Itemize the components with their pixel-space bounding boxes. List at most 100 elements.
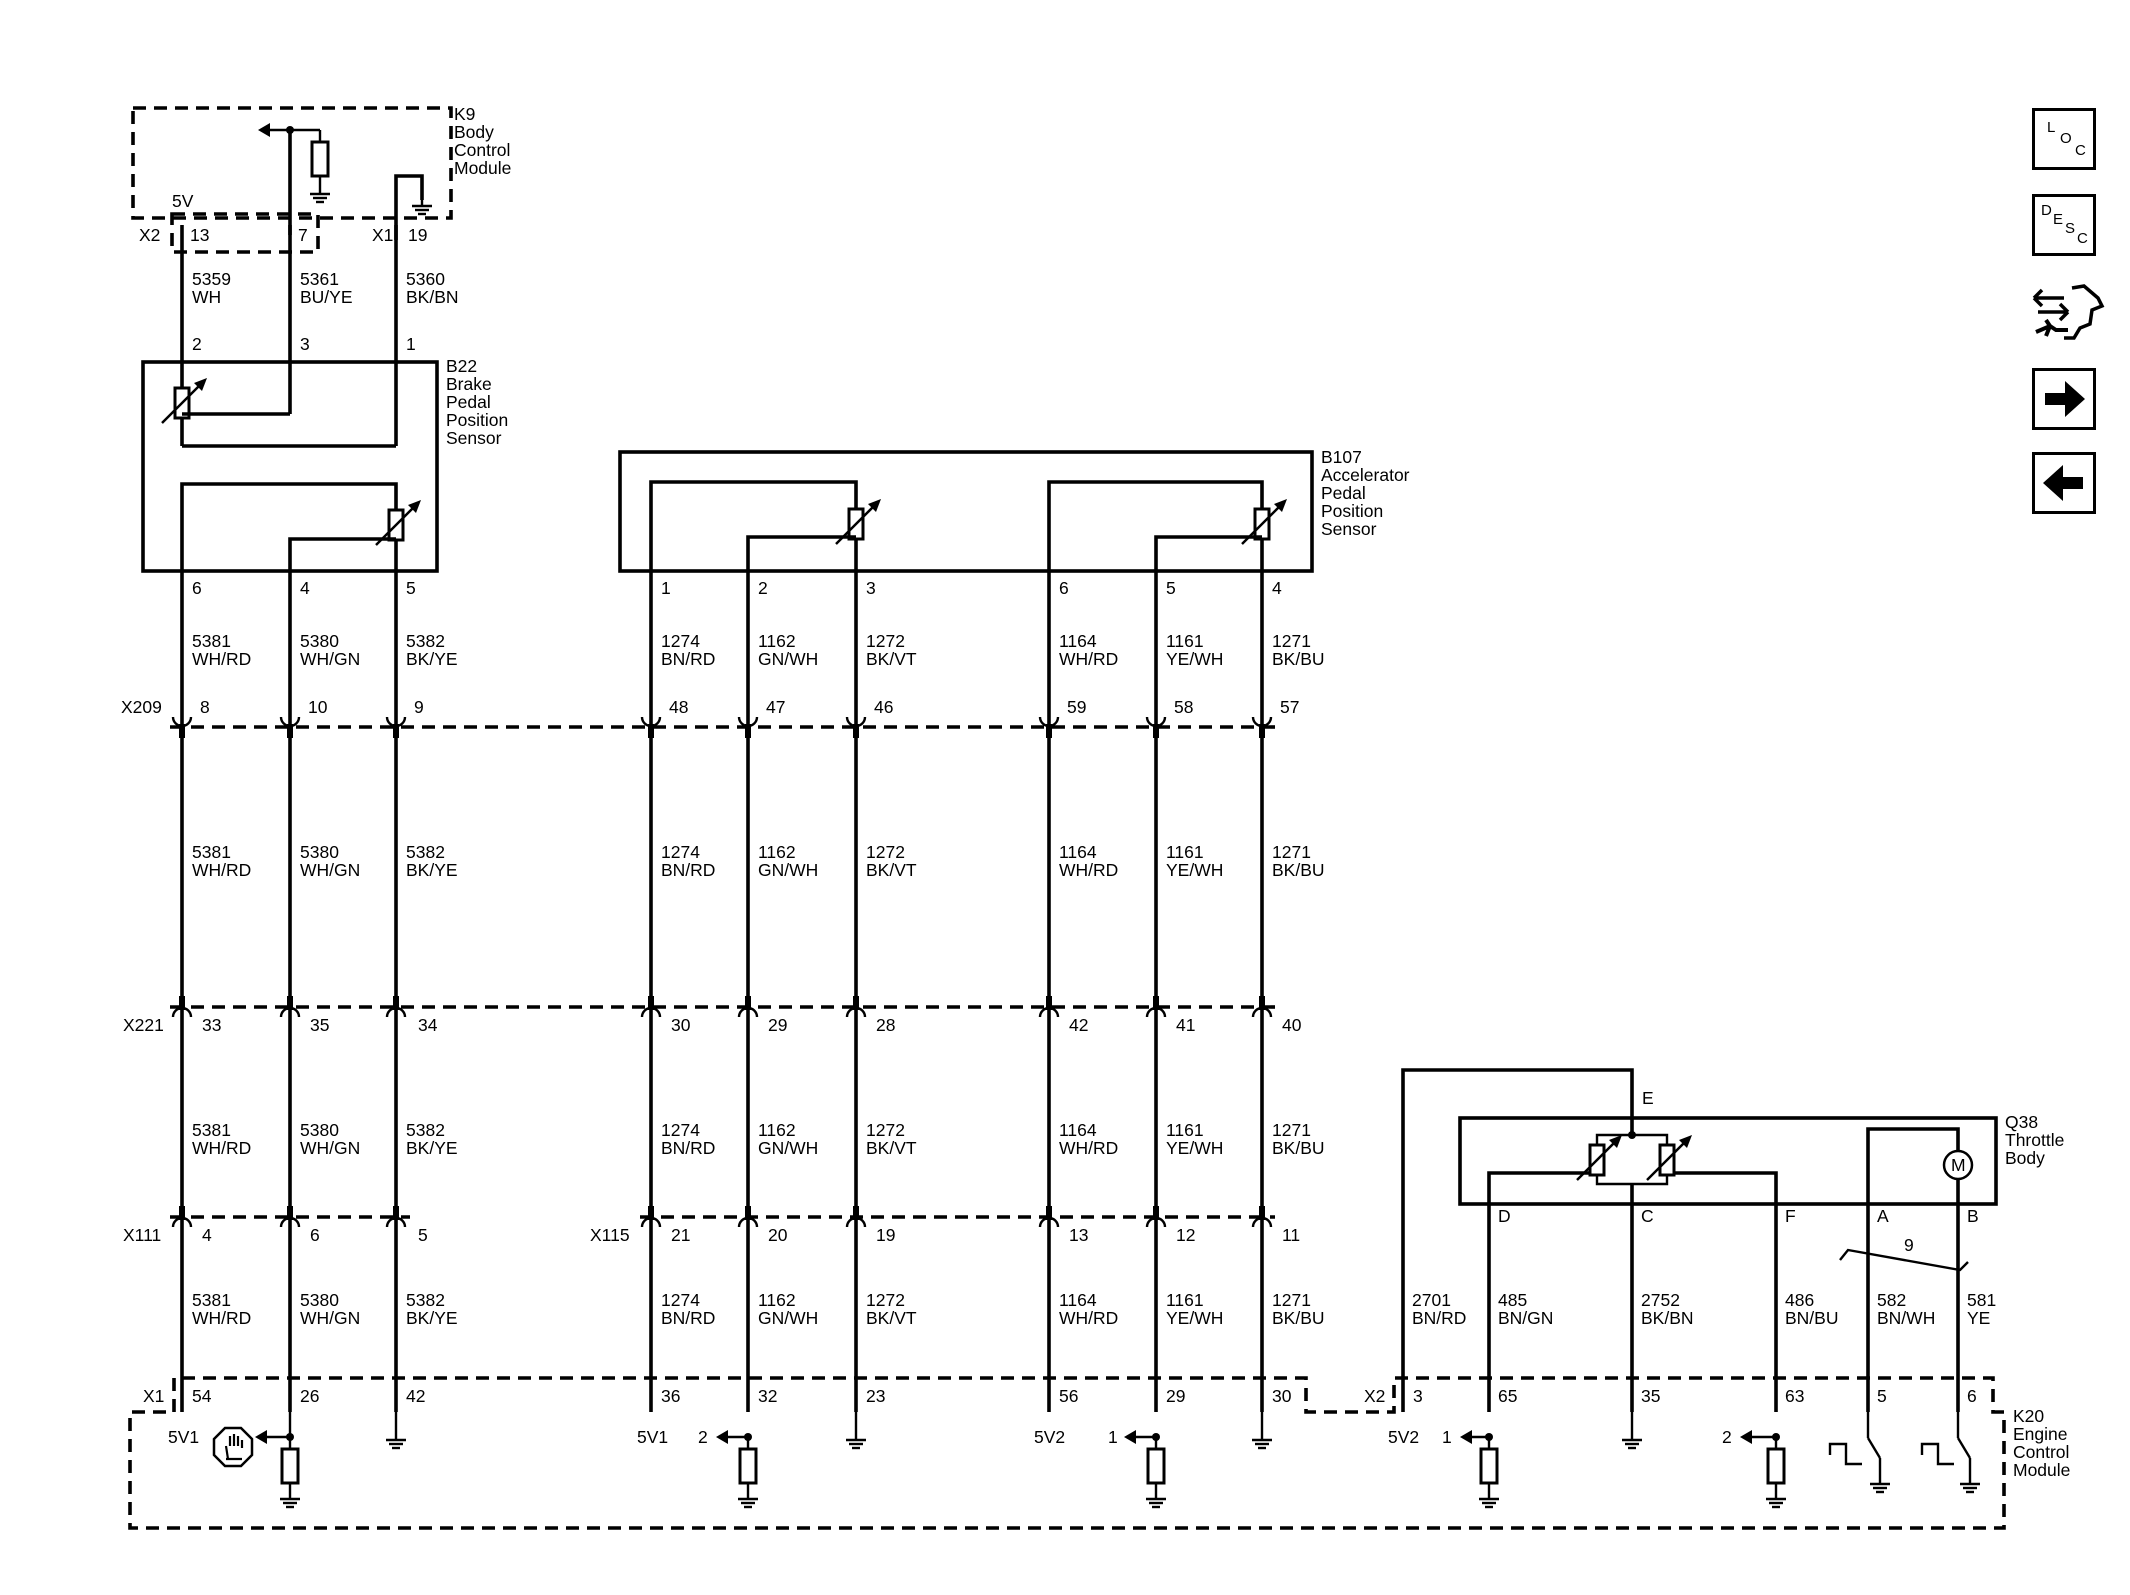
svg-text:47: 47 xyxy=(766,697,785,717)
svg-text:1274: 1274 xyxy=(661,1290,700,1310)
k9-x2: X2 xyxy=(139,225,160,245)
next-page-button[interactable] xyxy=(2032,368,2096,430)
desc-letter-c: C xyxy=(2077,230,2088,247)
b107-label-1: Accelerator xyxy=(1321,465,1410,485)
b22-label-1: Brake xyxy=(446,374,492,394)
arrow-right-icon xyxy=(2045,381,2085,417)
svg-text:5V2: 5V2 xyxy=(1034,1427,1065,1447)
connector-x111: X111 4 6 5 xyxy=(123,1204,428,1245)
svg-text:1161: 1161 xyxy=(1166,1120,1204,1140)
svg-text:48: 48 xyxy=(669,697,688,717)
svg-text:1161: 1161 xyxy=(1166,842,1204,862)
svg-text:10: 10 xyxy=(308,697,328,717)
diagnostic-tool-icon[interactable] xyxy=(2028,276,2106,352)
location-button[interactable]: L O C xyxy=(2032,108,2096,170)
svg-text:13: 13 xyxy=(1069,1225,1088,1245)
loc-letter-c: C xyxy=(2075,142,2086,159)
svg-text:5381: 5381 xyxy=(192,1120,231,1140)
svg-text:2752: 2752 xyxy=(1641,1290,1680,1310)
svg-text:58: 58 xyxy=(1174,697,1193,717)
svg-text:WH/GN: WH/GN xyxy=(300,649,360,669)
svg-text:5V1: 5V1 xyxy=(637,1427,668,1447)
svg-text:5V1: 5V1 xyxy=(168,1427,199,1447)
q38-throttle-body: Q38 Throttle Body E M 9 D C F A B xyxy=(1401,1068,2064,1412)
svg-text:BK/BU: BK/BU xyxy=(1272,860,1325,880)
svg-text:5: 5 xyxy=(418,1225,428,1245)
desc-letter-d: D xyxy=(2041,202,2052,219)
svg-text:E: E xyxy=(1642,1088,1654,1108)
svg-text:BK/BN: BK/BN xyxy=(1641,1308,1694,1328)
b22-id: B22 xyxy=(446,356,477,376)
svg-text:BN/RD: BN/RD xyxy=(661,649,715,669)
svg-text:WH/RD: WH/RD xyxy=(1059,1138,1118,1158)
svg-text:WH/GN: WH/GN xyxy=(300,860,360,880)
svg-text:1272: 1272 xyxy=(866,842,905,862)
svg-text:WH/RD: WH/RD xyxy=(192,1138,251,1158)
wire-5359-circuit: 5359 xyxy=(192,269,231,289)
svg-text:1162: 1162 xyxy=(758,1120,796,1140)
svg-text:BK/BU: BK/BU xyxy=(1272,1138,1325,1158)
b107-label-4: Sensor xyxy=(1321,519,1377,539)
svg-text:56: 56 xyxy=(1059,1386,1078,1406)
svg-text:X2: X2 xyxy=(1364,1386,1385,1406)
previous-page-button[interactable] xyxy=(2032,452,2096,514)
svg-text:9: 9 xyxy=(414,697,424,717)
k9-5v: 5V xyxy=(172,191,194,211)
description-button[interactable]: D E S C xyxy=(2032,194,2096,256)
svg-text:WH/RD: WH/RD xyxy=(1059,649,1118,669)
b107-pin-2: 2 xyxy=(758,578,768,598)
svg-text:BK/VT: BK/VT xyxy=(866,860,917,880)
svg-text:WH/RD: WH/RD xyxy=(192,649,251,669)
svg-text:X115: X115 xyxy=(590,1225,630,1245)
svg-text:1271: 1271 xyxy=(1272,631,1311,651)
svg-text:X1: X1 xyxy=(143,1386,164,1406)
svg-text:Control: Control xyxy=(2013,1442,2069,1462)
svg-text:2: 2 xyxy=(1722,1427,1732,1447)
k9-label-1: Body xyxy=(454,122,494,142)
svg-text:1164: 1164 xyxy=(1059,1120,1097,1140)
b107-pin-5: 5 xyxy=(1166,578,1176,598)
hand-warning-icon[interactable] xyxy=(212,1426,254,1468)
svg-text:5382: 5382 xyxy=(406,1290,445,1310)
b107-sensor-box xyxy=(618,450,1314,573)
b22-label-2: Pedal xyxy=(446,392,491,412)
svg-text:2701: 2701 xyxy=(1412,1290,1451,1310)
wire-5360-color: BK/BN xyxy=(406,287,459,307)
k9-label-2: Control xyxy=(454,140,510,160)
svg-text:5381: 5381 xyxy=(192,842,231,862)
svg-text:BK/VT: BK/VT xyxy=(866,1308,917,1328)
svg-text:WH/RD: WH/RD xyxy=(192,1308,251,1328)
svg-text:19: 19 xyxy=(876,1225,895,1245)
svg-text:20: 20 xyxy=(768,1225,788,1245)
svg-text:1271: 1271 xyxy=(1272,842,1311,862)
k9-pin-19: 19 xyxy=(408,225,427,245)
svg-text:35: 35 xyxy=(310,1015,329,1035)
svg-text:BN/RD: BN/RD xyxy=(1412,1308,1466,1328)
svg-text:5V2: 5V2 xyxy=(1388,1427,1419,1447)
svg-text:5380: 5380 xyxy=(300,1290,339,1310)
svg-text:BK/YE: BK/YE xyxy=(406,649,458,669)
svg-text:5380: 5380 xyxy=(300,1120,339,1140)
svg-text:D: D xyxy=(1498,1206,1511,1226)
svg-text:BN/RD: BN/RD xyxy=(661,1138,715,1158)
svg-text:59: 59 xyxy=(1067,697,1086,717)
svg-text:1: 1 xyxy=(1108,1427,1118,1447)
k20-x1-connector: X1 54 26 42 36 32 23 56 29 30 xyxy=(143,1386,1292,1406)
b107-pin-1: 1 xyxy=(661,578,671,598)
svg-text:1272: 1272 xyxy=(866,631,905,651)
svg-text:BN/RD: BN/RD xyxy=(661,860,715,880)
k9-id: K9 xyxy=(454,104,475,124)
b22-pin-6: 6 xyxy=(192,578,202,598)
loc-letter-l: L xyxy=(2047,119,2056,136)
svg-text:5380: 5380 xyxy=(300,842,339,862)
svg-text:42: 42 xyxy=(1069,1015,1088,1035)
svg-text:5: 5 xyxy=(1877,1386,1887,1406)
svg-text:BK/VT: BK/VT xyxy=(866,1138,917,1158)
svg-text:X221: X221 xyxy=(123,1015,164,1035)
svg-text:1164: 1164 xyxy=(1059,631,1097,651)
svg-text:5382: 5382 xyxy=(406,631,445,651)
b22-pin-1: 1 xyxy=(406,334,416,354)
